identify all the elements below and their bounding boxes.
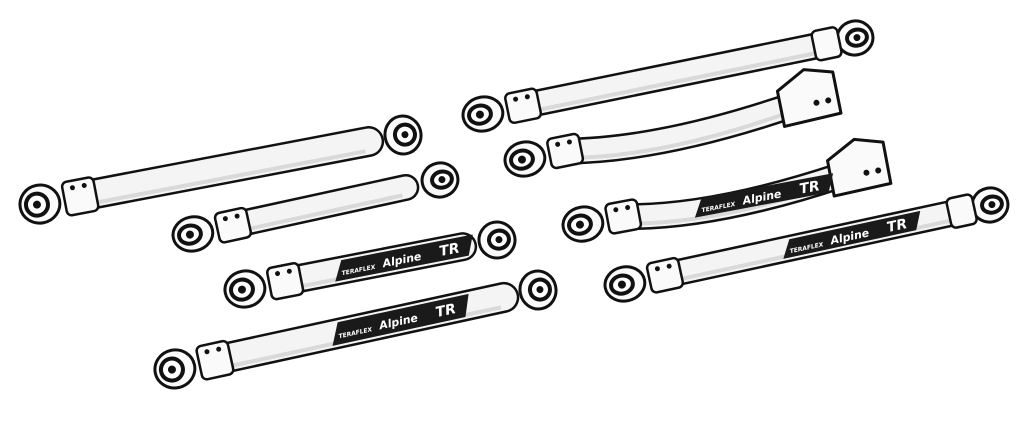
clamp-bolt bbox=[81, 182, 87, 188]
clamp-bolt bbox=[275, 271, 281, 277]
bushing-left-center bbox=[167, 365, 176, 374]
adjuster-clamp bbox=[195, 339, 235, 381]
bushing-left-center bbox=[185, 230, 194, 239]
logo-suffix-text: TR bbox=[438, 240, 461, 260]
bracket-hole bbox=[813, 99, 820, 106]
logo-suffix-text: TR bbox=[798, 178, 821, 197]
adjuster-clamp bbox=[504, 87, 543, 125]
bushing-left-center bbox=[32, 200, 41, 209]
tube-shade bbox=[565, 112, 783, 161]
bracket-hole bbox=[875, 167, 882, 174]
adjuster-clamp bbox=[546, 132, 585, 170]
bushing-left-center bbox=[575, 220, 584, 229]
clamp-bolt bbox=[222, 216, 228, 222]
bushing-left-center bbox=[617, 280, 626, 289]
bushing-right-center bbox=[438, 176, 446, 184]
control-arm-body bbox=[461, 19, 875, 133]
adjuster-clamp-right bbox=[945, 193, 978, 229]
clamp-bolt bbox=[234, 213, 240, 219]
control-arm bbox=[503, 68, 843, 178]
tube-shade bbox=[523, 50, 818, 115]
bushing-right-center bbox=[536, 286, 544, 294]
tube bbox=[66, 128, 382, 210]
adjuster-clamp bbox=[266, 262, 305, 301]
control-arm-body bbox=[503, 68, 843, 178]
control-arm bbox=[18, 114, 423, 225]
bushing-right-center bbox=[401, 131, 409, 139]
bushing-right-center bbox=[495, 236, 503, 244]
bracket-hole bbox=[825, 97, 832, 104]
logo-background bbox=[332, 293, 469, 346]
clamp-bolt bbox=[654, 266, 660, 272]
clamp-bolt bbox=[286, 268, 292, 274]
clamp-bolt bbox=[625, 205, 631, 211]
bushing-right-center bbox=[988, 201, 996, 209]
clamp-bolt bbox=[204, 349, 210, 355]
logo-suffix-text: TR bbox=[885, 216, 908, 236]
adjuster-clamp bbox=[213, 206, 253, 244]
clamp-bolt bbox=[524, 94, 530, 100]
bushing-left-center bbox=[517, 155, 526, 164]
bushing-right-center bbox=[853, 34, 861, 42]
bushing-left-center bbox=[475, 110, 484, 119]
adjuster-clamp bbox=[604, 198, 643, 235]
control-arm bbox=[171, 161, 460, 253]
frame-bracket bbox=[775, 68, 843, 128]
bracket-hole bbox=[863, 169, 870, 176]
logo-suffix-text: TR bbox=[434, 301, 457, 321]
adjuster-clamp bbox=[60, 176, 100, 217]
control-arm-body bbox=[18, 114, 423, 225]
adjuster-clamp-right bbox=[810, 26, 843, 62]
clamp-bolt bbox=[216, 346, 222, 352]
bushing-left-center bbox=[237, 285, 246, 294]
logo-background bbox=[694, 173, 834, 218]
clamp-bolt bbox=[69, 185, 75, 191]
clamp-bolt bbox=[555, 141, 561, 147]
logo-background bbox=[783, 210, 921, 259]
control-arm bbox=[461, 19, 875, 133]
clamp-bolt bbox=[613, 207, 619, 213]
clamp-bolt bbox=[566, 139, 572, 145]
tube-shade bbox=[80, 149, 366, 208]
logo-background bbox=[335, 234, 473, 282]
frame-bracket bbox=[826, 137, 893, 198]
adjuster-clamp bbox=[645, 256, 685, 294]
tube bbox=[511, 34, 832, 117]
tube bbox=[553, 94, 802, 163]
clamp-bolt bbox=[666, 263, 672, 269]
clamp-bolt bbox=[513, 96, 519, 102]
control-arm-body bbox=[171, 161, 460, 253]
